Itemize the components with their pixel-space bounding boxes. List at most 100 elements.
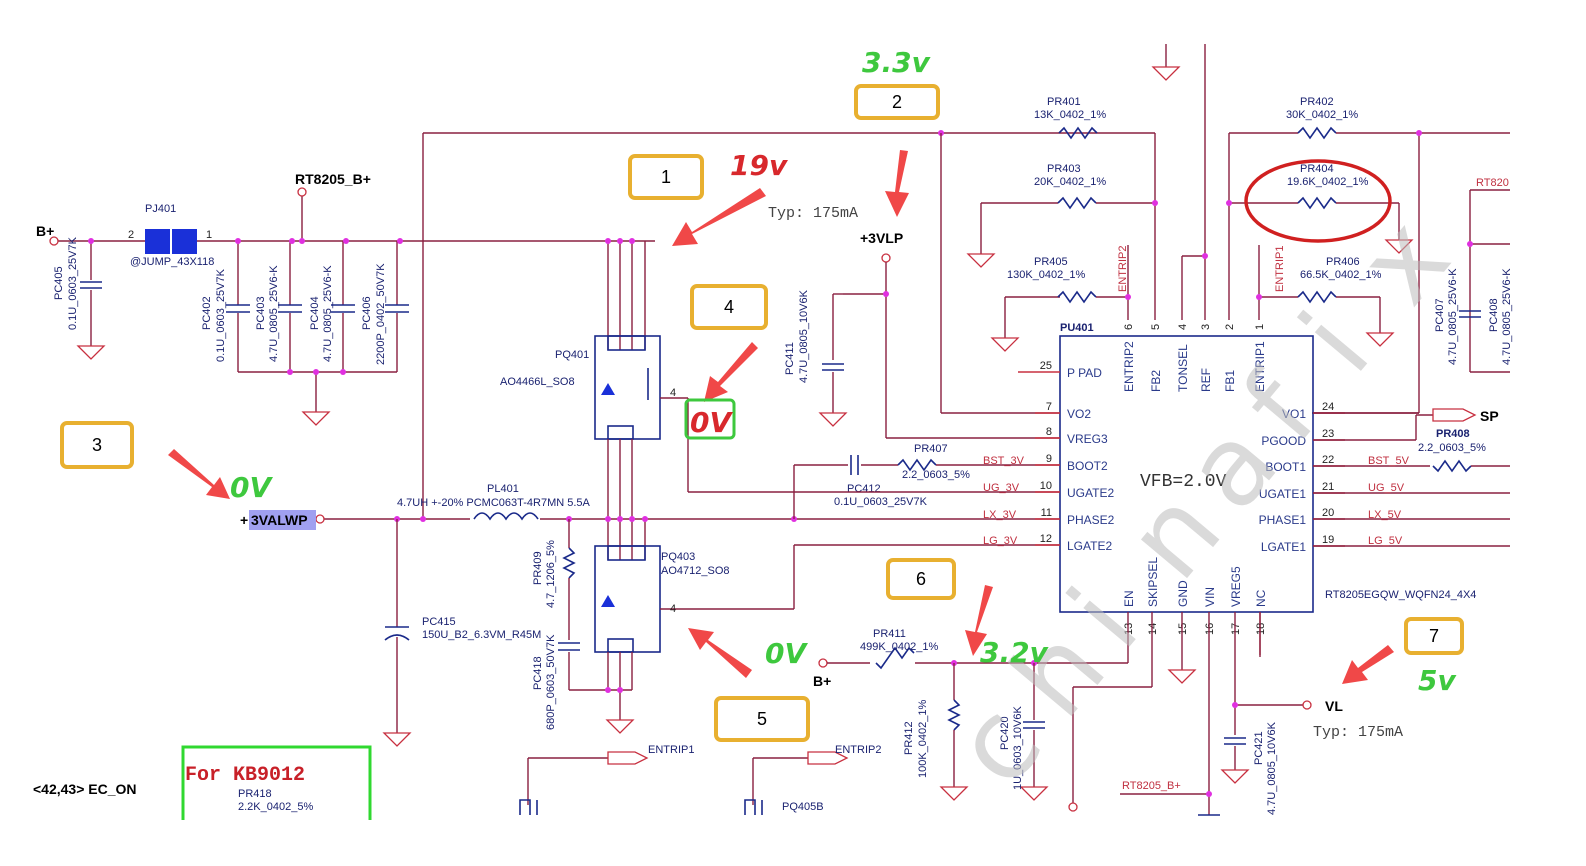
port-entrip2: ENTRIP2 xyxy=(835,744,881,756)
arrow-icon xyxy=(688,628,752,678)
ic-pin-number: 19 xyxy=(1322,534,1334,546)
pc421-ref: PC421 xyxy=(1253,731,1265,765)
ic-pin-number: 6 xyxy=(1123,324,1135,330)
pc411-value: 4.7U_0805_10V6K xyxy=(798,289,810,383)
vlp-section: +3VLP PC411 4.7U_0805_10V6K xyxy=(784,230,1060,439)
ic-pin-number: 8 xyxy=(1046,426,1052,438)
callout-label: 1 xyxy=(661,167,671,187)
kb9012-box: For KB9012 PR418 2.2K_0402_5% <42,43> EC… xyxy=(33,745,372,820)
ic-pin-name: VIN xyxy=(1203,587,1217,607)
ic-pin-name: SKIPSEL xyxy=(1146,557,1160,607)
plus3vlp-label: +3VLP xyxy=(860,230,903,246)
pr402-ref: PR402 xyxy=(1300,96,1334,108)
jumper-pad-1 xyxy=(172,229,197,254)
ic-pin-number: 17 xyxy=(1230,623,1242,635)
net-lg-3v: LG_3V xyxy=(983,535,1018,547)
arrow-icon xyxy=(704,342,758,402)
ic-pin-name: PGOOD xyxy=(1261,434,1306,448)
arrow-icon xyxy=(885,150,909,217)
pr411-value: 499K_0402_1% xyxy=(860,641,939,653)
net-sp: SP xyxy=(1480,408,1499,424)
svg-text:4: 4 xyxy=(670,603,676,615)
ic-pin-name: ENTRIP2 xyxy=(1122,341,1136,392)
ic-pin-number: 15 xyxy=(1177,623,1189,635)
pc402-value: 0.1U_0603_25V7K xyxy=(215,268,227,362)
pq401-mosfet: PQ401 AO4466L_SO8 4 xyxy=(500,238,688,519)
pr402-value: 30K_0402_1% xyxy=(1286,109,1358,121)
net-rt820: RT820 xyxy=(1476,177,1509,189)
arrow-icon xyxy=(672,188,766,246)
ic-pin-name: REF xyxy=(1199,368,1213,392)
ic-pin-name: VO2 xyxy=(1067,407,1091,421)
ic-pin-number: 12 xyxy=(1040,533,1052,545)
net-lx-5v: LX_5V xyxy=(1368,509,1402,521)
pc406-value: 2200P_0402_50V7K xyxy=(375,263,387,365)
callout-label: 5 xyxy=(757,709,767,729)
callout-label: 2 xyxy=(892,92,902,112)
plus3valwp-label: 3VALWP xyxy=(251,512,308,528)
ic-pin-name: LGATE1 xyxy=(1261,540,1306,554)
ic-pin-number: 24 xyxy=(1322,401,1334,413)
plus3valwp-prefix: + xyxy=(240,512,248,528)
highlight-circle xyxy=(1244,159,1392,243)
pc412-value: 0.1U_0603_25V7K xyxy=(834,496,928,508)
net-bst-3v: BST_3V xyxy=(983,455,1025,467)
callout-label: 7 xyxy=(1429,626,1439,646)
net-lg-5v: LG_5V xyxy=(1368,535,1403,547)
pr408-ref: PR408 xyxy=(1436,428,1470,440)
pr418-value: 2.2K_0402_5% xyxy=(238,801,313,813)
pr406-value: 66.5K_0402_1% xyxy=(1300,269,1382,281)
pr407-value: 2.2_0603_5% xyxy=(902,469,970,481)
pl401-ref: PL401 xyxy=(487,483,519,495)
ic-pin-number: 21 xyxy=(1322,481,1334,493)
ic-pin-name: NC xyxy=(1254,589,1268,607)
callout-3: 3 xyxy=(60,421,134,469)
pc403-ref: PC403 xyxy=(255,296,267,330)
port-entrip1: ENTRIP1 xyxy=(648,744,694,756)
net-entrip1-top: ENTRIP1 xyxy=(1274,246,1286,292)
annotation-3-3v: 3.3v xyxy=(862,46,931,79)
ic-pin-number: 1 xyxy=(1254,324,1266,330)
ic-pin-number: 10 xyxy=(1040,480,1052,492)
pr403-value: 20K_0402_1% xyxy=(1034,176,1106,188)
pq401-value: AO4466L_SO8 xyxy=(500,376,575,388)
pq403-ref: PQ403 xyxy=(661,551,695,563)
annotation-5v: 5v xyxy=(1418,664,1456,697)
ic-pin-name: FB1 xyxy=(1223,370,1237,392)
ic-pin-number: 25 xyxy=(1040,360,1052,372)
svg-text:2: 2 xyxy=(128,229,134,241)
arrow-icon xyxy=(965,585,993,656)
pq403-mosfet: PQ403 AO4712_SO8 4 xyxy=(594,519,1060,734)
ic-pin-name: PHASE2 xyxy=(1067,513,1115,527)
ic-pin-number: 14 xyxy=(1147,623,1159,635)
pr409-value: 4.7_1206_5% xyxy=(545,540,557,608)
net-highlight xyxy=(249,510,316,530)
callout-label: 3 xyxy=(92,435,102,455)
pr401-ref: PR401 xyxy=(1047,96,1081,108)
annotation-0v-pq403: 0V xyxy=(765,637,808,670)
ic-pin-name: VO1 xyxy=(1282,407,1306,421)
ic-pin-name: BOOT2 xyxy=(1067,459,1108,473)
net-entrip2-top: ENTRIP2 xyxy=(1117,246,1129,292)
pc415-value: 150U_B2_6.3VM_R45M xyxy=(422,629,541,641)
pc408-ref: PC408 xyxy=(1488,298,1500,332)
ic-pin-name: EN xyxy=(1122,590,1136,607)
pj401-ref: PJ401 xyxy=(145,203,176,215)
pq401-ref: PQ401 xyxy=(555,349,589,361)
ic-pin-number: 20 xyxy=(1322,507,1334,519)
pc404-ref: PC404 xyxy=(309,296,321,330)
pr401-value: 13K_0402_1% xyxy=(1034,109,1106,121)
arrow-icon xyxy=(168,449,230,499)
pr412-value: 100K_0402_1% xyxy=(917,699,929,778)
ic-pin-name: ENTRIP1 xyxy=(1253,341,1267,392)
net-bst-5v: BST_5V xyxy=(1368,455,1410,467)
svg-text:4: 4 xyxy=(670,387,676,399)
kb9012-title: For KB9012 xyxy=(185,764,305,787)
ic-pin-number: 11 xyxy=(1041,507,1052,519)
callout-1: 1 xyxy=(628,154,704,200)
ic-pin-number: 18 xyxy=(1255,623,1267,635)
pc407-value: 4.7U_0805_25V6-K xyxy=(1447,268,1459,365)
ic-pin-name: UGATE1 xyxy=(1259,487,1306,501)
